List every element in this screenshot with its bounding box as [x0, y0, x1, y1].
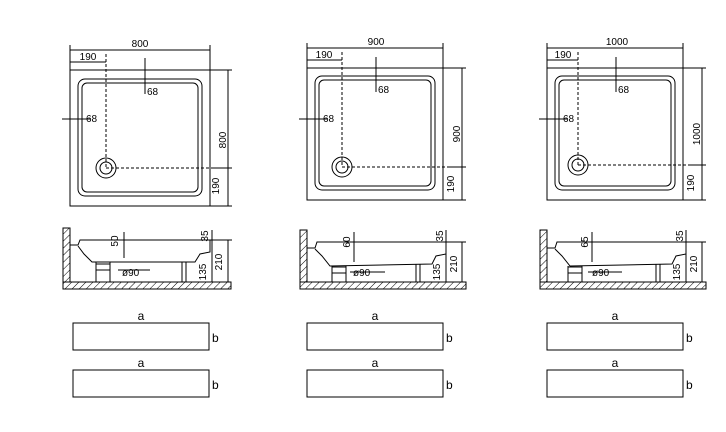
tray-1-foot: 135: [198, 263, 209, 280]
tray-2-drain: ø90: [353, 268, 371, 279]
tray-3-panel-1: [546, 322, 684, 351]
tray-2-total: 210: [449, 255, 460, 272]
tray-3-top-view: [539, 43, 706, 201]
tray-3-panel-2: [546, 369, 684, 398]
tray-1-section-view: [62, 227, 232, 290]
tray-2-panel-2-a: a: [372, 356, 379, 370]
tray-1-flange-a: 68: [147, 87, 159, 98]
tray-2-length: 900: [452, 125, 463, 142]
tray-1-flange-b: 68: [86, 114, 98, 125]
tray-3-rim: 35: [675, 230, 686, 242]
tray-3-section-view: [539, 229, 707, 290]
tray-2-rim: 35: [435, 230, 446, 242]
tray-3-depth: 65: [580, 236, 591, 248]
tray-3: [539, 43, 707, 398]
tray-2-flange-b: 68: [323, 114, 335, 125]
tray-1: [62, 45, 232, 398]
tray-2-panel-1-b: b: [446, 331, 453, 345]
tray-3-offset-side: 190: [686, 174, 697, 191]
tray-3-flange-a: 68: [618, 85, 630, 96]
tray-1-panel-2: [72, 369, 210, 398]
tray-1-drain: ø90: [122, 268, 140, 279]
tray-1-total: 210: [214, 253, 225, 270]
tray-1-labels: 800 190 68 68 800 190 50 35 210 135 ø90 …: [80, 39, 229, 392]
tray-2-offset-side: 190: [446, 175, 457, 192]
tray-1-top-view: [62, 45, 232, 207]
tray-2-offset-top: 190: [316, 50, 333, 61]
tray-3-panel-2-b: b: [686, 378, 693, 392]
tray-3-panel-1-a: a: [612, 309, 619, 323]
tray-2-labels: 900 190 68 68 900 190 60 35 210 135 ø90 …: [316, 37, 463, 392]
tray-3-flange-b: 68: [563, 114, 575, 125]
tray-3-total: 210: [689, 255, 700, 272]
tray-1-length: 800: [218, 131, 229, 148]
tray-3-length: 1000: [692, 122, 703, 145]
tray-2-depth: 60: [342, 236, 353, 248]
tray-1-panel-1-a: a: [138, 309, 145, 323]
tray-2-panel-2: [306, 369, 444, 398]
tray-1-panel-1-b: b: [212, 331, 219, 345]
tray-3-drain: ø90: [592, 268, 610, 279]
tray-3-panel-2-a: a: [612, 356, 619, 370]
tray-1-rim: 35: [200, 230, 211, 242]
tray-1-offset-side: 190: [211, 177, 222, 194]
tray-2-top-view: [299, 43, 466, 201]
tray-2-foot: 135: [432, 263, 443, 280]
tray-3-panel-1-b: b: [686, 331, 693, 345]
tray-1-offset-top: 190: [80, 52, 97, 63]
tray-3-width: 1000: [606, 37, 629, 48]
tray-1-depth: 50: [110, 235, 121, 247]
tray-3-foot: 135: [672, 263, 683, 280]
tray-2: [299, 43, 467, 398]
tray-2-section-view: [299, 229, 467, 290]
tray-1-panel-2-a: a: [138, 356, 145, 370]
tray-1-panel-2-b: b: [212, 378, 219, 392]
tray-2-panel-1-a: a: [372, 309, 379, 323]
tray-2-flange-a: 68: [378, 85, 390, 96]
tray-3-offset-top: 190: [555, 50, 572, 61]
tray-1-panel-1: [72, 322, 210, 351]
tray-2-width: 900: [368, 37, 385, 48]
tray-2-panel-1: [306, 322, 444, 351]
tray-2-panel-2-b: b: [446, 378, 453, 392]
tray-3-labels: 1000 190 68 68 1000 190 65 35 210 135 ø9…: [555, 37, 703, 392]
tray-1-width: 800: [132, 39, 149, 50]
